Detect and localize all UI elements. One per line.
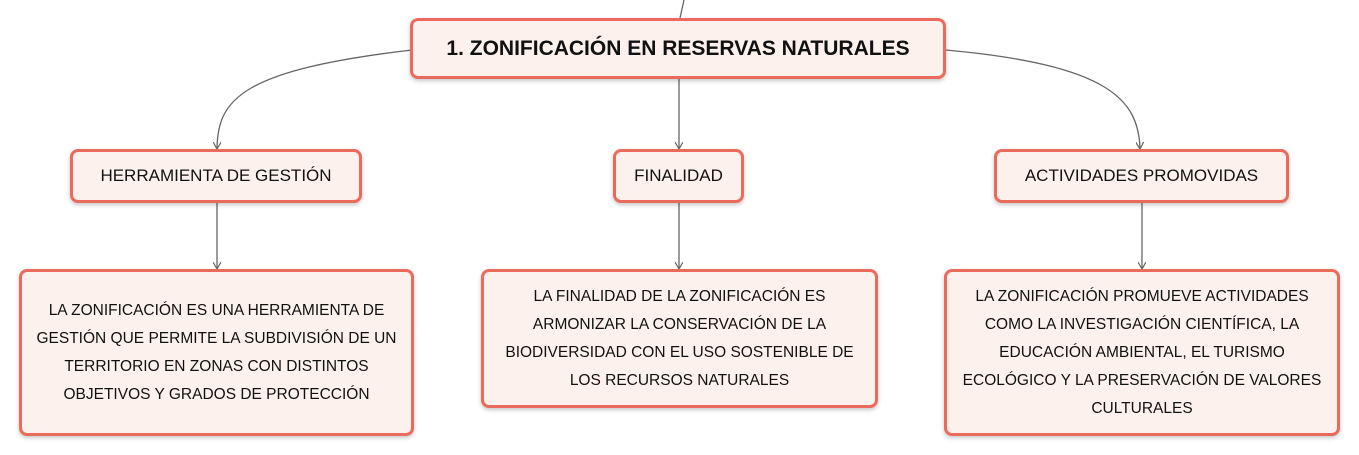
subtopic-label: FINALIDAD <box>634 166 723 185</box>
parent-connector <box>679 0 685 19</box>
detail-actividades-promovidas[interactable]: LA ZONIFICACIÓN PROMUEVE ACTIVIDADES COM… <box>944 269 1340 436</box>
subtopic-actividades-promovidas[interactable]: ACTIVIDADES PROMOVIDAS <box>994 149 1289 203</box>
connector-root-to-actividades <box>945 49 1140 148</box>
detail-finalidad[interactable]: LA FINALIDAD DE LA ZONIFICACIÓN ES ARMON… <box>481 269 878 408</box>
detail-text: LA ZONIFICACIÓN PROMUEVE ACTIVIDADES COM… <box>962 287 1322 417</box>
subtopic-herramienta-de-gestion[interactable]: HERRAMIENTA DE GESTIÓN <box>70 149 362 203</box>
connector-root-to-herramienta <box>217 49 413 148</box>
root-topic-node[interactable]: 1. ZONIFICACIÓN EN RESERVAS NATURALES <box>410 18 946 79</box>
detail-text: LA ZONIFICACIÓN ES UNA HERRAMIENTA DE GE… <box>36 301 397 403</box>
root-topic-label: 1. ZONIFICACIÓN EN RESERVAS NATURALES <box>446 36 910 60</box>
subtopic-label: HERRAMIENTA DE GESTIÓN <box>100 166 332 185</box>
subtopic-finalidad[interactable]: FINALIDAD <box>613 149 744 203</box>
detail-herramienta-de-gestion[interactable]: LA ZONIFICACIÓN ES UNA HERRAMIENTA DE GE… <box>19 269 414 436</box>
detail-text: LA FINALIDAD DE LA ZONIFICACIÓN ES ARMON… <box>505 287 854 389</box>
subtopic-label: ACTIVIDADES PROMOVIDAS <box>1024 166 1259 185</box>
